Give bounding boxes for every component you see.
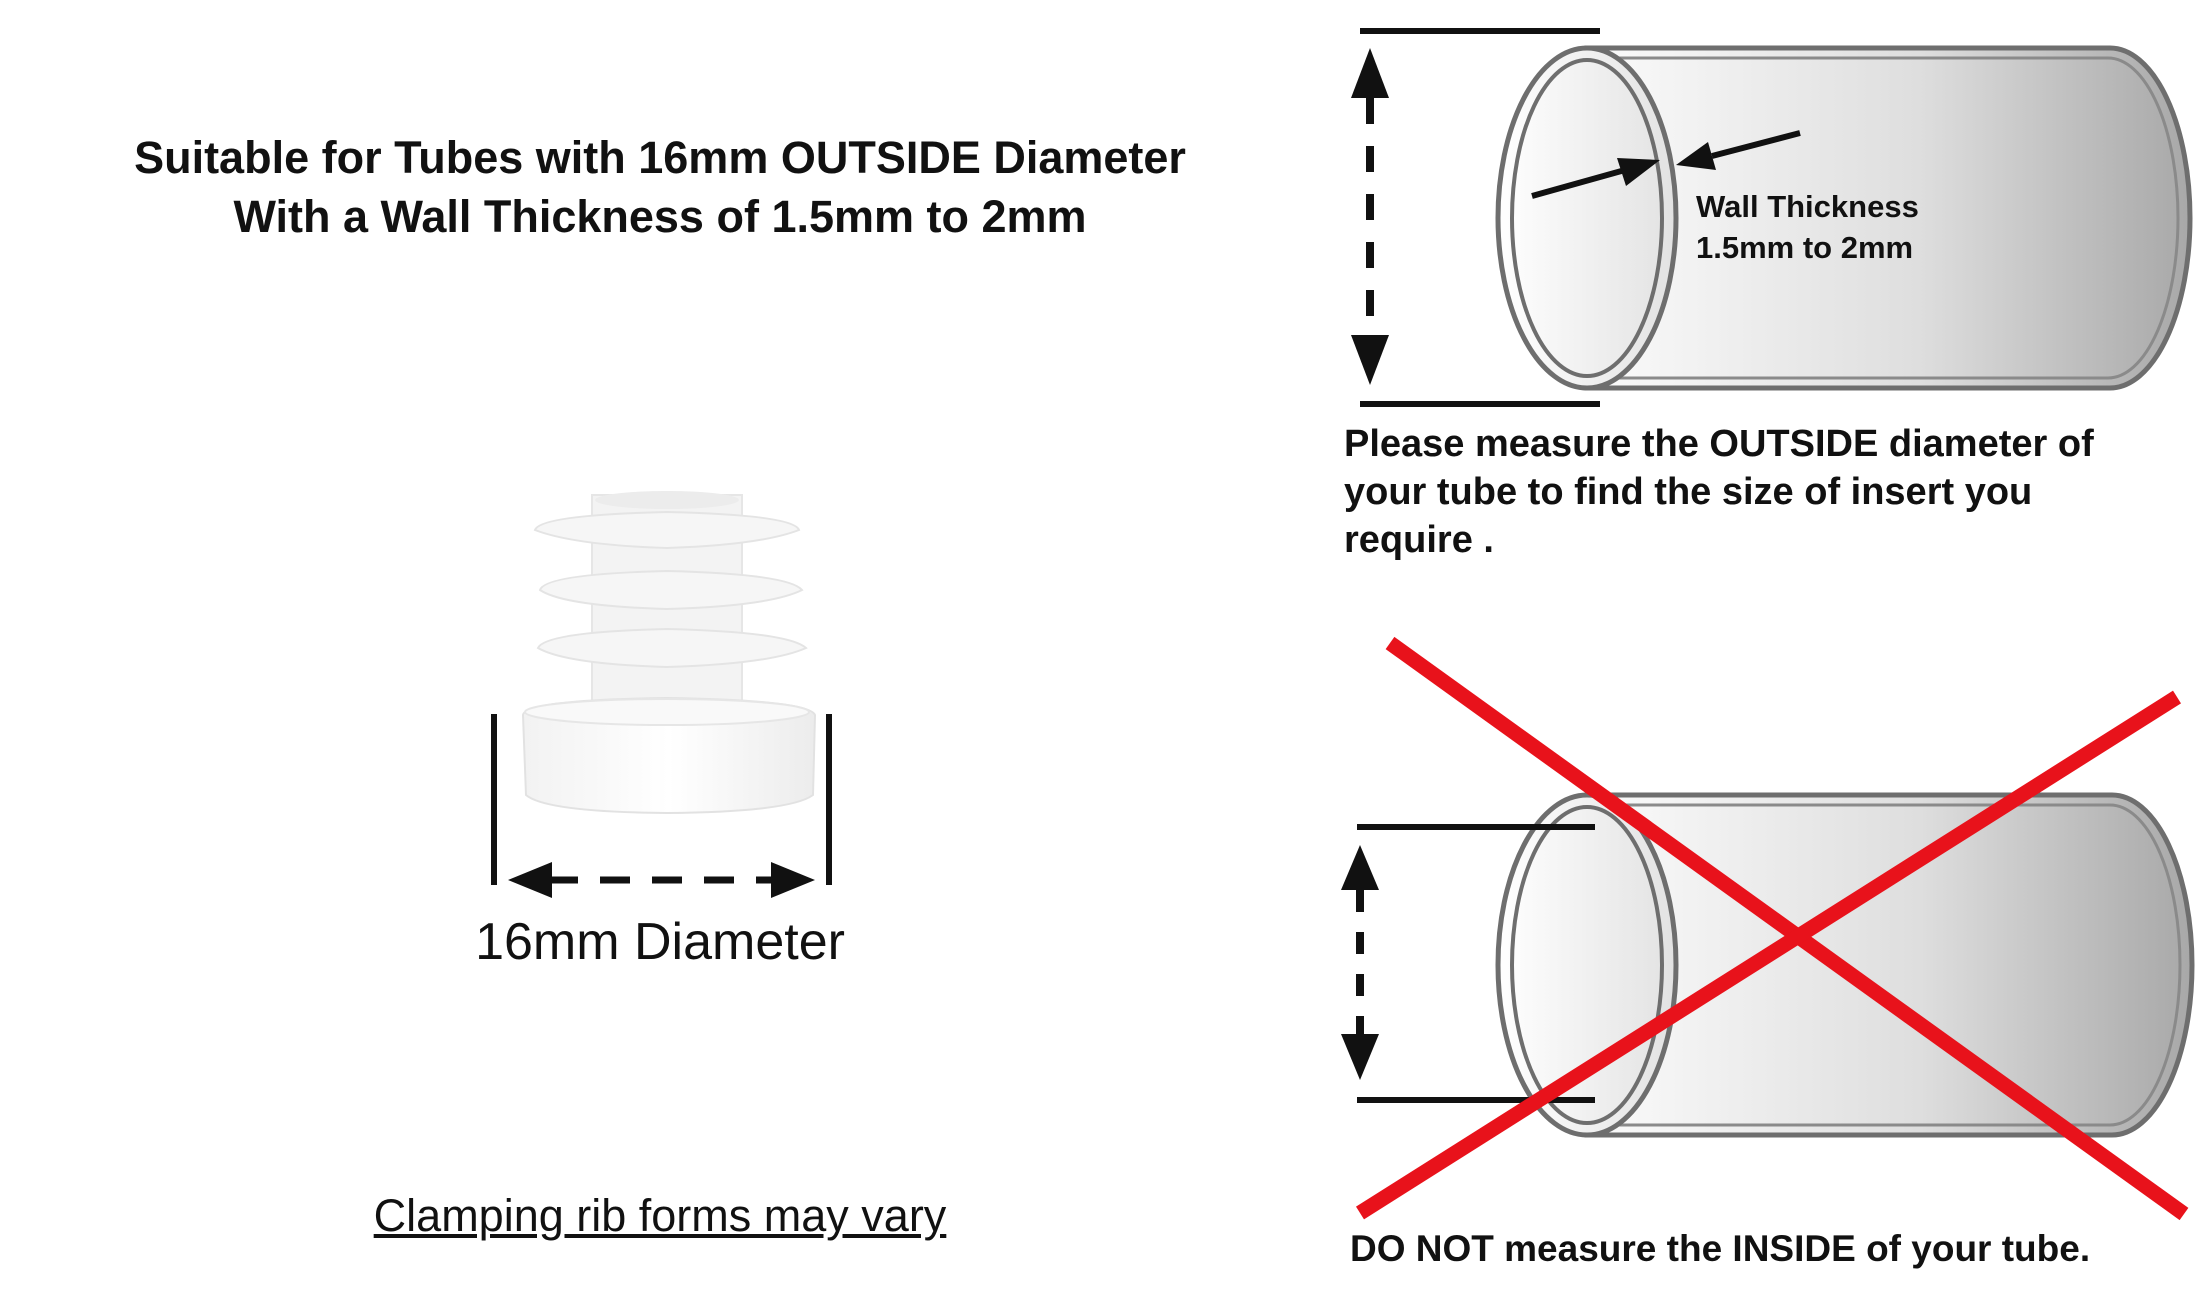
page-heading: Suitable for Tubes with 16mm OUTSIDE Dia…: [40, 128, 1280, 246]
wall-arrow-left-line: [1531, 167, 1626, 199]
inside-up-arrowhead-icon: [1341, 845, 1379, 890]
wall-arrow-left-head-icon: [1617, 158, 1660, 186]
product-diameter-label: 16mm Diameter: [475, 913, 845, 971]
red-cross-icon: [1355, 636, 2189, 1221]
do-not-measure-inside-warning: DO NOT measure the INSIDE of your tube.: [1350, 1228, 2091, 1269]
left-arrowhead-icon: [508, 862, 552, 898]
tube-outside-diagram: [1351, 28, 2193, 407]
down-arrowhead-icon: [1351, 335, 1389, 385]
inside-down-arrowhead-icon: [1341, 1034, 1379, 1080]
wall-arrow-right-line: [1711, 130, 1801, 159]
heading-line-2: With a Wall Thickness of 1.5mm to 2mm: [233, 191, 1087, 242]
wall-thickness-label: Wall Thickness 1.5mm to 2mm: [1696, 186, 1996, 268]
wall-thickness-label-line-2: 1.5mm to 2mm: [1696, 230, 1914, 265]
measure-outside-instruction: Please measure the OUTSIDE diameter of y…: [1344, 423, 2094, 561]
wall-thickness-label-line-1: Wall Thickness: [1696, 189, 1919, 224]
right-arrowhead-icon: [771, 862, 815, 898]
up-arrowhead-icon: [1351, 48, 1389, 98]
end-cap-insert-image: [521, 491, 817, 815]
heading-line-1: Suitable for Tubes with 16mm OUTSIDE Dia…: [134, 132, 1186, 183]
product-diameter-indicator: [491, 714, 832, 898]
wall-arrow-right-head-icon: [1676, 142, 1716, 170]
clamping-rib-note: Clamping rib forms may vary: [373, 1190, 947, 1241]
